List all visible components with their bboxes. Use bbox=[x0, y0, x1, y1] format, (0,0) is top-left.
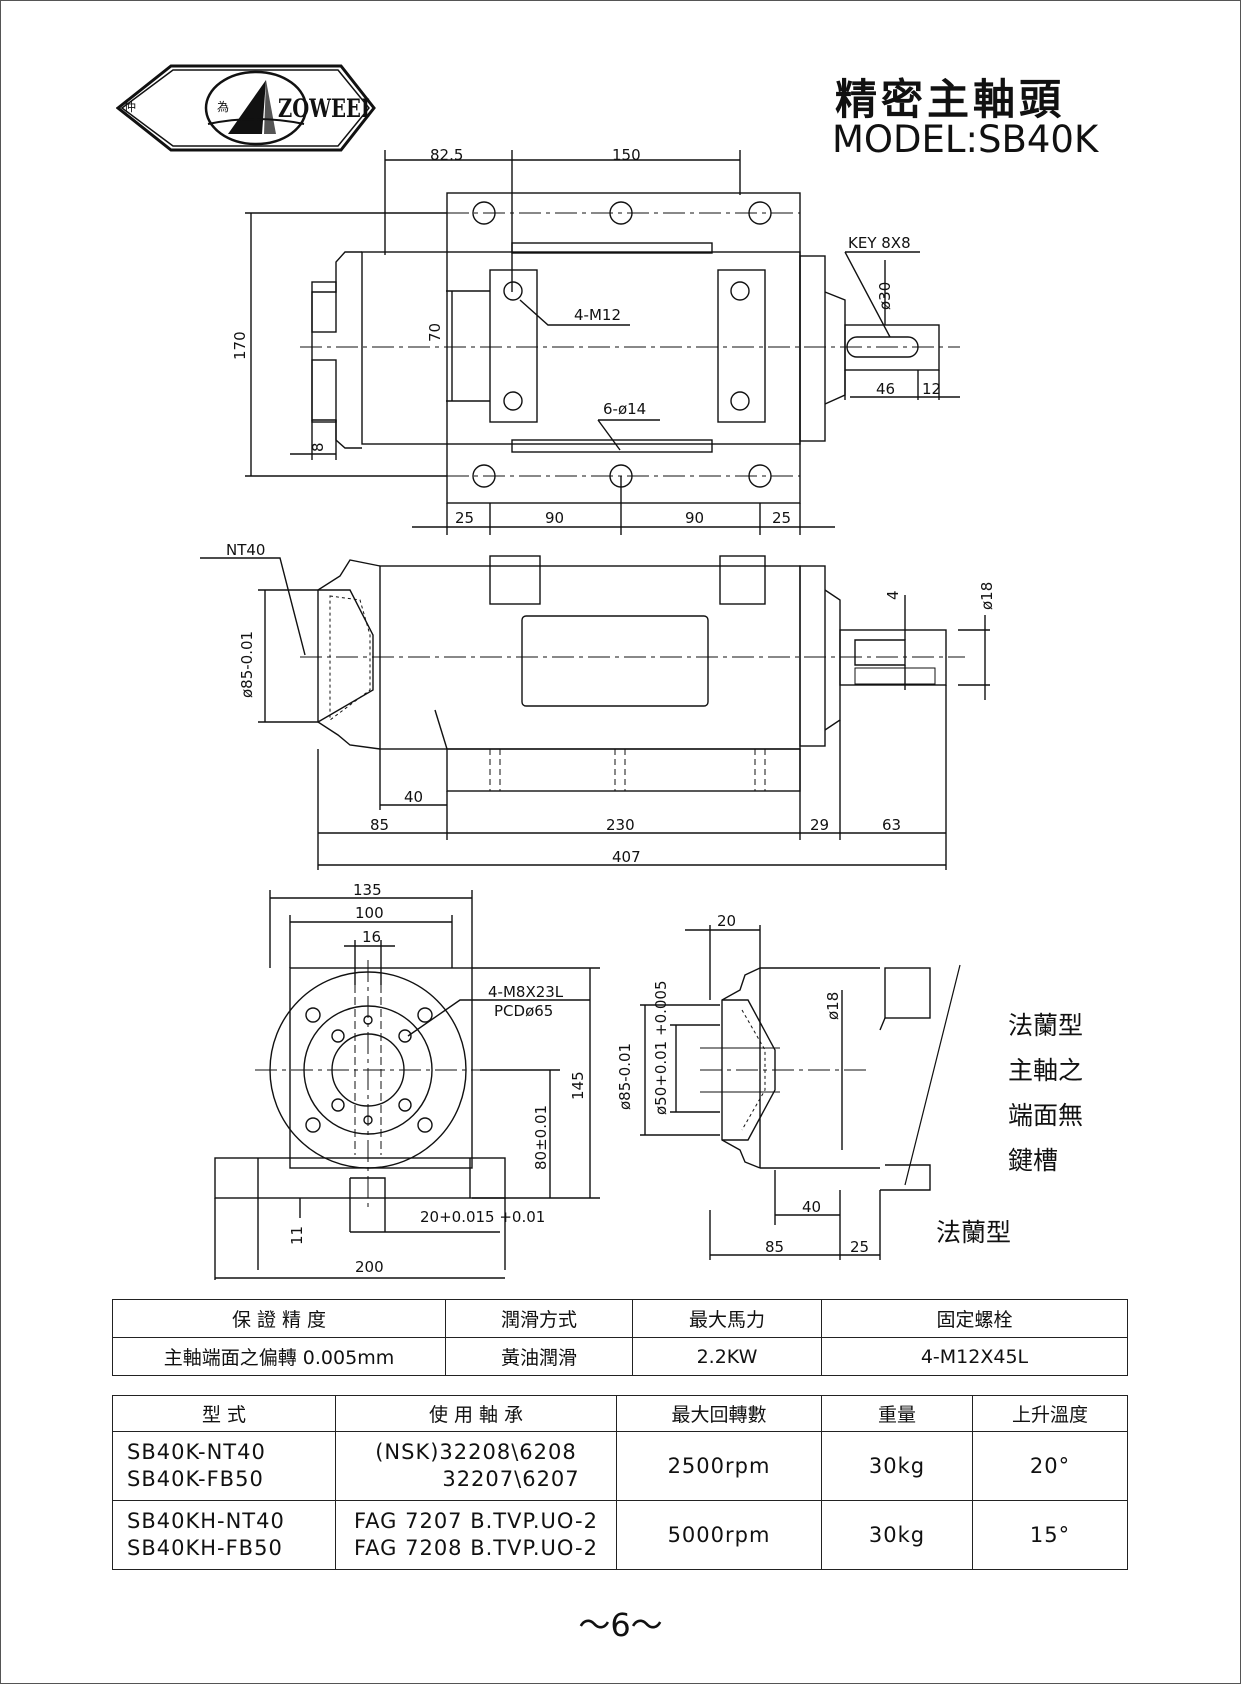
header-bearing: 使 用 軸 承 bbox=[335, 1395, 617, 1432]
brand-name: ZOWEEI bbox=[278, 94, 370, 123]
dim-63: 63 bbox=[882, 816, 901, 834]
model-name: SB40K-FB50 bbox=[127, 1467, 264, 1491]
dim-12: 12 bbox=[922, 380, 941, 398]
flange-note-line: 端面無 bbox=[1008, 1101, 1084, 1130]
model-cell: SB40KH-NT40 SB40KH-FB50 bbox=[112, 1500, 336, 1570]
temp-cell: 20° bbox=[972, 1431, 1128, 1501]
label-6-d14: 6-ø14 bbox=[603, 400, 646, 418]
header-max-power: 最大馬力 bbox=[632, 1299, 822, 1338]
dim-100: 100 bbox=[355, 904, 384, 922]
header-weight: 重量 bbox=[821, 1395, 973, 1432]
logo-char-left: 仲 bbox=[124, 100, 137, 114]
dim-d85-flange: ø85-0.01 bbox=[616, 1043, 634, 1110]
label-key: KEY 8X8 bbox=[848, 234, 911, 252]
bearing-name: (NSK)32208\6208 bbox=[375, 1440, 577, 1464]
flange-note-line: 鍵槽 bbox=[1008, 1146, 1059, 1175]
flange-view bbox=[640, 925, 961, 1260]
dim-80: 80±0.01 bbox=[532, 1105, 550, 1170]
model-cell: SB40K-NT40 SB40K-FB50 bbox=[112, 1431, 336, 1501]
dim-40-flange: 40 bbox=[802, 1198, 821, 1216]
bearing-cell: FAG 7207 B.TVP.UO-2 FAG 7208 B.TVP.UO-2 bbox=[335, 1500, 617, 1570]
end-view bbox=[214, 890, 600, 1280]
bearing-name: FAG 7207 B.TVP.UO-2 bbox=[354, 1509, 598, 1533]
flange-caption: 法蘭型 bbox=[936, 1218, 1012, 1247]
dim-d30: ø30 bbox=[876, 282, 894, 310]
header-model: 型 式 bbox=[112, 1395, 336, 1432]
spec-table-models: 型 式 使 用 軸 承 最大回轉數 重量 上升溫度 SB40K-NT40 SB4… bbox=[112, 1395, 1128, 1570]
dim-d50-flange: ø50+0.01 +0.005 bbox=[652, 980, 670, 1115]
value-accuracy: 主軸端面之偏轉 0.005mm bbox=[112, 1337, 446, 1376]
header-lubrication: 潤滑方式 bbox=[445, 1299, 633, 1338]
dim-16: 16 bbox=[362, 928, 381, 946]
dim-20-tol: 20+0.015 +0.01 bbox=[420, 1208, 545, 1226]
dim-20-flange: 20 bbox=[717, 912, 736, 930]
page-title: 精密主軸頭 bbox=[835, 75, 1066, 124]
dim-70: 70 bbox=[426, 323, 444, 342]
dim-25-flange: 25 bbox=[850, 1238, 869, 1256]
logo-char-right: 為 bbox=[217, 100, 230, 114]
bearing-name: FAG 7208 B.TVP.UO-2 bbox=[354, 1536, 598, 1560]
dim-8: 8 bbox=[309, 442, 327, 452]
dim-4: 4 bbox=[884, 590, 902, 600]
dim-85-flange: 85 bbox=[765, 1238, 784, 1256]
header-fixing-bolt: 固定螺栓 bbox=[821, 1299, 1128, 1338]
dim-40-side: 40 bbox=[404, 788, 423, 806]
dim-135: 135 bbox=[353, 881, 382, 899]
dim-29: 29 bbox=[810, 816, 829, 834]
dim-d85-side: ø85-0.01 bbox=[238, 631, 256, 698]
top-view bbox=[245, 150, 960, 535]
dim-150: 150 bbox=[612, 146, 641, 164]
label-pcd: PCDø65 bbox=[494, 1002, 553, 1020]
dim-25-a: 25 bbox=[455, 509, 474, 527]
model-name: SB40K-NT40 bbox=[127, 1440, 266, 1464]
side-view bbox=[200, 555, 990, 870]
bearing-cell: (NSK)32208\6208 32207\6207 bbox=[335, 1431, 617, 1501]
value-max-power: 2.2KW bbox=[632, 1337, 822, 1376]
header-max-rpm: 最大回轉數 bbox=[616, 1395, 822, 1432]
rpm-cell: 2500rpm bbox=[616, 1431, 822, 1501]
page-number: ～6～ bbox=[578, 1606, 663, 1644]
dim-85-side: 85 bbox=[370, 816, 389, 834]
dim-200: 200 bbox=[355, 1258, 384, 1276]
flange-note-line: 法蘭型 bbox=[1008, 1011, 1084, 1040]
value-fixing-bolt: 4-M12X45L bbox=[821, 1337, 1128, 1376]
header-accuracy: 保 證 精 度 bbox=[112, 1299, 446, 1338]
value-lubrication: 黃油潤滑 bbox=[445, 1337, 633, 1376]
bearing-name: 32207\6207 bbox=[442, 1467, 580, 1491]
label-nt40: NT40 bbox=[226, 541, 265, 559]
label-m8: 4-M8X23L bbox=[488, 983, 564, 1001]
model-title: MODEL:SB40K bbox=[832, 118, 1099, 161]
dim-90-b: 90 bbox=[685, 509, 704, 527]
model-name: SB40KH-NT40 bbox=[127, 1509, 285, 1533]
flange-note-line: 主軸之 bbox=[1008, 1056, 1084, 1085]
dim-230: 230 bbox=[606, 816, 635, 834]
weight-cell: 30kg bbox=[821, 1431, 973, 1501]
flange-note: 法蘭型 主軸之 端面無 鍵槽 bbox=[1008, 1003, 1108, 1183]
zoweei-logo bbox=[116, 64, 376, 152]
table-row: SB40K-NT40 SB40K-FB50 (NSK)32208\6208 32… bbox=[112, 1431, 1128, 1501]
rpm-cell: 5000rpm bbox=[616, 1500, 822, 1570]
technical-drawing: 82.5 150 170 70 8 4-M12 6-ø14 KEY 8X8 ø3… bbox=[200, 146, 996, 1280]
dim-25-b: 25 bbox=[772, 509, 791, 527]
dim-82-5: 82.5 bbox=[430, 146, 463, 164]
dim-11: 11 bbox=[288, 1226, 306, 1245]
header-temp-rise: 上升溫度 bbox=[972, 1395, 1128, 1432]
weight-cell: 30kg bbox=[821, 1500, 973, 1570]
dim-170: 170 bbox=[231, 331, 249, 360]
label-4-m12: 4-M12 bbox=[574, 306, 621, 324]
dim-46: 46 bbox=[876, 380, 895, 398]
model-name: SB40KH-FB50 bbox=[127, 1536, 283, 1560]
temp-cell: 15° bbox=[972, 1500, 1128, 1570]
spec-table-accuracy: 保 證 精 度 潤滑方式 最大馬力 固定螺栓 主軸端面之偏轉 0.005mm 黃… bbox=[112, 1299, 1128, 1376]
dim-90-a: 90 bbox=[545, 509, 564, 527]
dim-d18-flange: ø18 bbox=[824, 992, 842, 1020]
dim-145: 145 bbox=[569, 1071, 587, 1100]
dim-d18-side: ø18 bbox=[978, 582, 996, 610]
dim-407: 407 bbox=[612, 848, 641, 866]
table-row: SB40KH-NT40 SB40KH-FB50 FAG 7207 B.TVP.U… bbox=[112, 1500, 1128, 1570]
